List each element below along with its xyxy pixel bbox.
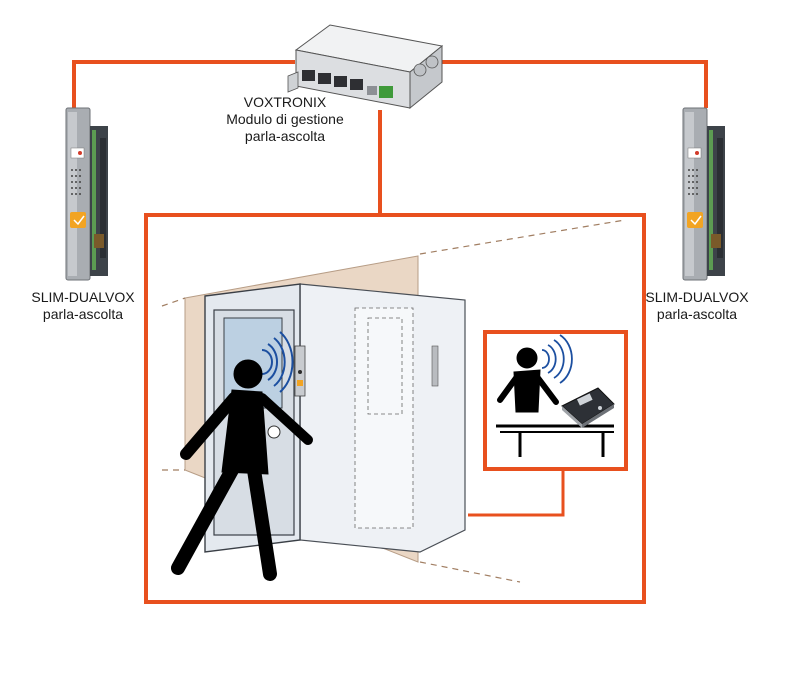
voxtronix-module-label: VOXTRONIX Modulo di gestione parla-ascol…: [205, 94, 365, 145]
desk-console: [561, 387, 615, 428]
slim-dualvox-left-panel: [65, 107, 108, 281]
module-description-line2: parla-ascolta: [244, 128, 326, 144]
right-panel-label: SLIM-DUALVOX parla-ascolta: [632, 289, 762, 323]
sound-waves-operator: [541, 334, 573, 384]
operator-frame: [483, 330, 628, 471]
wire-cabin-operator: [468, 469, 565, 517]
wire-left-panel: [72, 60, 295, 108]
right-panel-name: SLIM-DUALVOX: [645, 289, 749, 305]
passenger-figure: [171, 359, 313, 581]
module-name: VOXTRONIX: [243, 94, 327, 110]
slim-dualvox-right-panel: [682, 107, 725, 281]
voxtronix-module: [287, 24, 444, 110]
wiring: [72, 60, 708, 604]
left-panel-subtitle: parla-ascolta: [42, 306, 124, 322]
cabin-frame: [144, 213, 646, 604]
module-description-line1: Modulo di gestione: [226, 111, 344, 127]
operator-figure: [497, 347, 559, 413]
left-panel-name: SLIM-DUALVOX: [31, 289, 135, 305]
elevator-scene: [161, 219, 626, 583]
right-panel-subtitle: parla-ascolta: [656, 306, 738, 322]
operator-station: [496, 334, 615, 457]
left-panel-label: SLIM-DUALVOX parla-ascolta: [18, 289, 148, 323]
wire-right-panel: [432, 60, 708, 108]
sound-waves-cabin: [261, 331, 294, 393]
